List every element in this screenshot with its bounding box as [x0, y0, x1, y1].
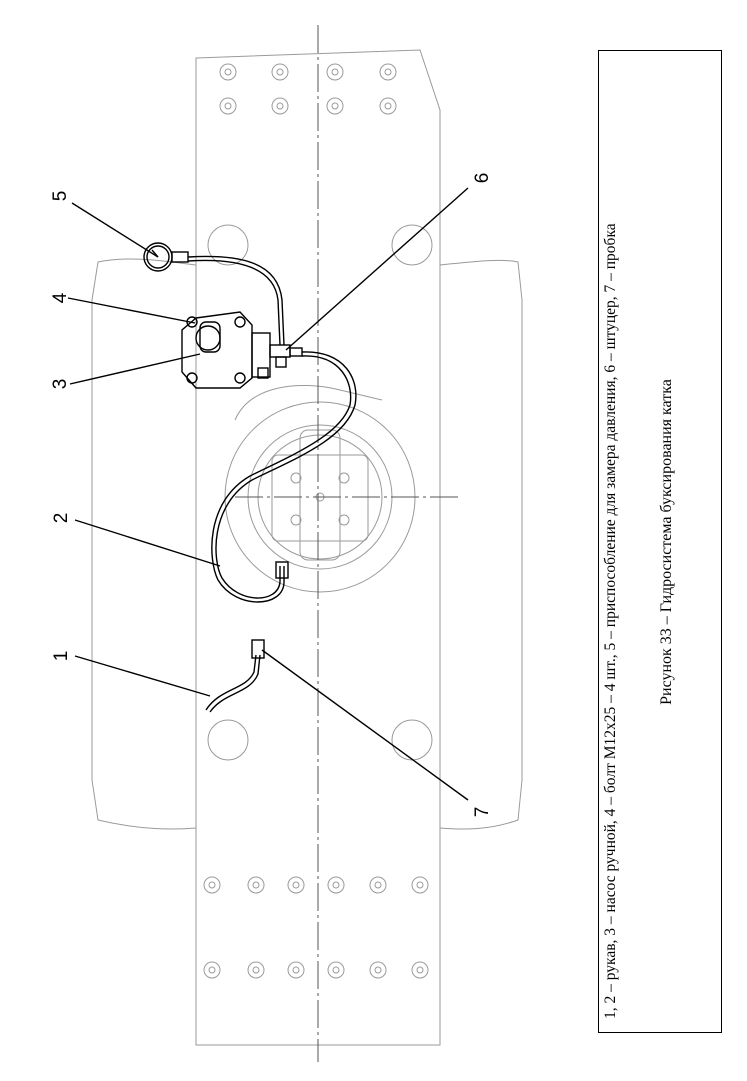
short-hose — [205, 654, 257, 711]
callout-4: 4 — [50, 292, 71, 303]
bolt-holes-top — [219, 63, 397, 115]
gauge-hose — [187, 255, 285, 346]
gauge-hose-inner — [187, 259, 281, 346]
plug — [251, 639, 265, 659]
callout-7: 7 — [472, 807, 493, 818]
pressure-gauge — [143, 242, 189, 272]
callout-3: 3 — [50, 379, 71, 390]
drum-hub — [224, 385, 416, 593]
hydraulic-system-drawing: 1 2 3 4 5 6 7 — [50, 25, 523, 1062]
bolt-holes-bottom — [203, 876, 429, 979]
callout-6: 6 — [472, 173, 493, 184]
drum-body — [91, 258, 523, 830]
callout-5: 5 — [50, 191, 71, 202]
main-hose — [215, 351, 357, 599]
hand-pump — [181, 311, 271, 389]
figure-title: Рисунок 33 – Гидросистема буксирования к… — [658, 379, 675, 705]
frame-outline — [195, 49, 441, 1046]
short-hose-inner — [209, 654, 261, 713]
callout-2: 2 — [51, 513, 72, 524]
caption-box — [598, 50, 722, 1033]
caption: 1, 2 – рукав, 3 – насос ручной, 4 – болт… — [596, 53, 716, 1031]
callout-1: 1 — [51, 651, 72, 662]
hose-end-fitting — [275, 561, 289, 579]
fitting — [269, 344, 303, 368]
main-hose-inner — [211, 355, 352, 603]
legend-text: 1, 2 – рукав, 3 – насос ручной, 4 – болт… — [602, 223, 619, 1019]
leader-lines — [67, 187, 469, 801]
